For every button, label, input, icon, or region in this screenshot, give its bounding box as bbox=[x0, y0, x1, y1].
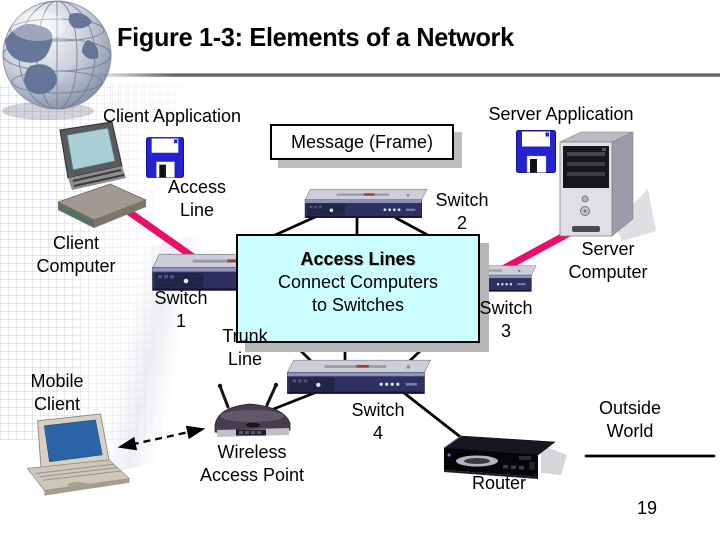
label-switch-2: Switch 2 bbox=[435, 190, 489, 233]
access-lines-callout-box: Access Lines Connect Computers to Switch… bbox=[236, 234, 480, 343]
switch-2-icon bbox=[304, 188, 428, 219]
page-number: 19 bbox=[637, 498, 658, 518]
label-router: Router bbox=[471, 473, 527, 493]
label-wireless-access-point: Wireless Access Point bbox=[199, 442, 305, 485]
label-server-application: Server Application bbox=[488, 104, 634, 124]
server-application-floppy-icon bbox=[516, 130, 556, 173]
callout-title: Access Lines bbox=[300, 249, 416, 269]
message-frame-box: Message (Frame) bbox=[270, 124, 454, 160]
label-switch-1: Switch 1 bbox=[154, 288, 208, 331]
router-icon bbox=[443, 435, 567, 479]
label-switch-3: Switch 3 bbox=[479, 298, 533, 341]
label-outside-world: Outside World bbox=[598, 398, 662, 441]
label-switch-4: Switch 4 bbox=[351, 400, 405, 443]
client-computer-icon bbox=[57, 121, 147, 228]
server-computer-icon bbox=[559, 131, 656, 241]
mobile-client-icon bbox=[26, 413, 131, 496]
label-client-application: Client Application bbox=[102, 106, 242, 126]
label-trunk-line: Trunk Line bbox=[222, 326, 268, 369]
label-server-computer: Server Computer bbox=[568, 239, 648, 282]
label-mobile-client: Mobile Client bbox=[30, 371, 84, 414]
page-title: Figure 1-3: Elements of a Network bbox=[117, 22, 514, 52]
background-grid-pattern bbox=[110, 84, 260, 118]
client-application-floppy-icon bbox=[146, 137, 184, 178]
wireless-access-point-icon bbox=[214, 382, 291, 437]
label-client-computer: Client Computer bbox=[36, 233, 116, 276]
callout-body: Connect Computers to Switches bbox=[277, 272, 439, 315]
message-frame-label: Message (Frame) bbox=[290, 131, 434, 152]
title-divider bbox=[86, 73, 720, 77]
globe-logo bbox=[2, 0, 112, 120]
label-access-line: Access Line bbox=[167, 177, 227, 220]
wireless-link-dashed-arrow bbox=[117, 425, 206, 451]
switch-4-icon bbox=[286, 359, 432, 395]
